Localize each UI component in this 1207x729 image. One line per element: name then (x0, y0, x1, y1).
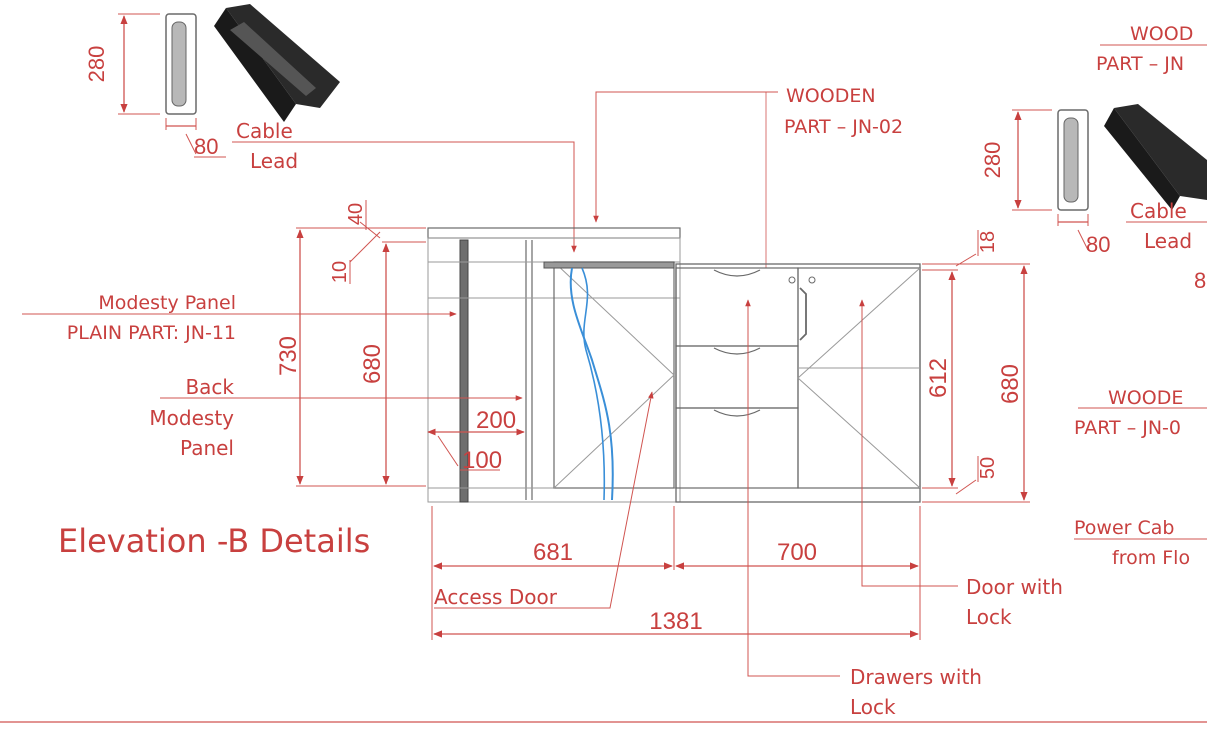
label-panel: Panel (180, 436, 234, 460)
dim-680-left: 680 (359, 344, 386, 384)
bottom-callouts: Access Door Door with Lock Drawers with … (434, 299, 1063, 719)
drawer-handle (713, 409, 761, 417)
label-power-cable: Power Cab (1074, 517, 1174, 539)
dim-10: 10 (329, 261, 351, 283)
left-unit (427, 237, 681, 503)
left-dimensions: 730 680 40 10 (275, 200, 426, 487)
lock-icon (808, 276, 816, 284)
dim-280-left: 280 (84, 46, 109, 83)
bottom-dimensions: 681 700 1381 (431, 506, 921, 640)
leader-line (185, 133, 197, 155)
cable-lead-leader (232, 141, 577, 253)
cabinet-elevation (427, 227, 921, 503)
cable-path (581, 267, 606, 501)
door-swing (553, 374, 675, 489)
label-access-door: Access Door (434, 585, 558, 609)
grommet-front-view (165, 13, 197, 115)
right-annotations: WOODE PART – JN-0 Power Cab from Flo (1074, 387, 1207, 569)
access-door-leader (434, 391, 654, 609)
label-part-corner: PART – JN (1096, 53, 1184, 75)
label-wooden-part: PART – JN-02 (784, 116, 903, 138)
cable-path (569, 267, 614, 501)
leader-line (955, 479, 977, 495)
label-door-lock: Lock (966, 605, 1012, 629)
label-lead: Lead (250, 149, 298, 173)
door-swing (797, 377, 921, 489)
label-cable-right: Cable (1130, 199, 1187, 223)
wooden-top-leader (593, 91, 778, 223)
dim-50: 50 (977, 457, 999, 479)
dim-680-right: 680 (997, 364, 1024, 404)
label-lead-right: Lead (1144, 229, 1192, 253)
door-lock-leader (859, 299, 958, 587)
dim-280-right: 280 (980, 142, 1005, 179)
dim-700: 700 (777, 539, 817, 566)
dim-200: 200 (476, 407, 516, 434)
grommet-front-view (1057, 109, 1089, 211)
label-wooden: WOODEN (786, 85, 876, 107)
dim-730: 730 (275, 336, 302, 376)
grommet-slot (1063, 117, 1079, 203)
label-door-with: Door with (966, 575, 1063, 599)
door-swing (553, 261, 675, 376)
label-cable: Cable (236, 119, 293, 143)
label-modesty: Modesty (149, 406, 234, 430)
label-from-floor: from Flo (1112, 547, 1190, 569)
lock-icon (788, 276, 796, 284)
wooden-part-top-callout: WOODEN PART – JN-02 (593, 85, 903, 268)
drawer-handle (713, 269, 761, 277)
dim-18: 18 (977, 231, 999, 253)
dim-681: 681 (533, 539, 573, 566)
grommet-detail-right: 280 80 Cable Lead 8 (980, 104, 1207, 293)
left-annotations: Modesty Panel PLAIN PART: JN-11 Back Mod… (22, 292, 525, 560)
label-drawers-lock: Lock (850, 695, 896, 719)
right-dimensions: 680 612 18 50 (922, 230, 1030, 503)
dim-40: 40 (345, 203, 367, 225)
label-drawers-with: Drawers with (850, 665, 982, 689)
dim-cut-digit: 8 (1194, 268, 1206, 293)
leader-line (349, 231, 381, 263)
drawer-1 (675, 267, 799, 347)
grommet-in-top (543, 261, 675, 269)
page-title: Elevation -B Details (58, 522, 370, 560)
table-top (427, 227, 681, 239)
drawer-2 (675, 345, 799, 409)
dim-612: 612 (925, 358, 952, 398)
leader-line (437, 435, 459, 467)
leader-line (359, 221, 381, 239)
dim-80-left: 80 (194, 134, 218, 159)
label-wood-corner: WOOD (1130, 23, 1193, 45)
grommet-3d-image (1104, 104, 1207, 210)
grommet-slot (171, 21, 187, 107)
grommet-3d-image (214, 4, 340, 122)
label-back: Back (185, 375, 234, 399)
dim-1381: 1381 (649, 608, 702, 635)
door-swing (797, 267, 921, 379)
label-plain-part: PLAIN PART: JN-11 (67, 322, 236, 344)
drawers-lock-leader (745, 299, 840, 677)
grommet-detail-left: 280 80 Cable Lead (84, 4, 577, 253)
drawer-3 (675, 407, 799, 489)
wooden-part-corner-callout: WOOD PART – JN (1096, 23, 1207, 75)
cabinet-door (797, 267, 921, 489)
door-handle (799, 287, 807, 341)
modesty-panel-bar (459, 239, 469, 503)
drawer-handle (713, 347, 761, 355)
label-part-right: PART – JN-0 (1074, 417, 1181, 439)
label-woode-right: WOODE (1108, 387, 1183, 409)
label-modesty-panel: Modesty Panel (98, 292, 236, 314)
leader-line (1077, 229, 1089, 251)
dim-80-right: 80 (1086, 232, 1110, 257)
leader-line (955, 253, 977, 267)
